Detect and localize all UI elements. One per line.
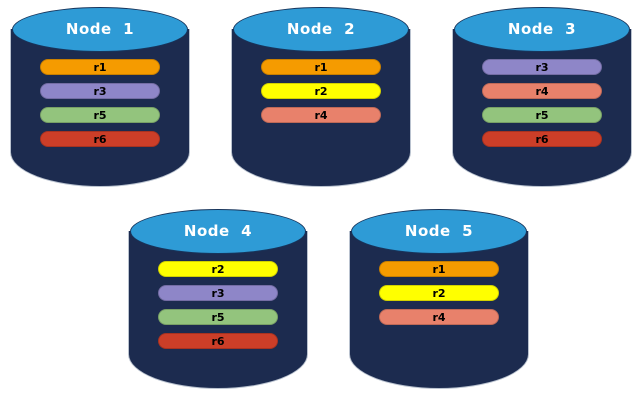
cylinder-top-ellipse: Node 5 [351,209,527,254]
replica-bar: r2 [261,83,381,99]
node-label: Node 5 [404,222,474,240]
node-label: Node 2 [286,20,356,38]
replica-list: r3 r4 r5 r6 [452,59,632,147]
database-node: Node 3 r3 r4 r5 r6 [452,7,632,187]
replica-list: r2 r3 r5 r6 [128,261,308,349]
node-label: Node 1 [65,20,135,38]
cylinder-top-ellipse: Node 3 [454,7,630,52]
node-label: Node 3 [507,20,577,38]
database-node: Node 2 r1 r2 r4 [231,7,411,187]
replica-bar: r4 [482,83,602,99]
replica-bar: r6 [158,333,278,349]
replica-bar: r3 [40,83,160,99]
replica-list: r1 r3 r5 r6 [10,59,190,147]
replica-bar: r1 [261,59,381,75]
database-node: Node 5 r1 r2 r4 [349,209,529,389]
cylinder-top-ellipse: Node 2 [233,7,409,52]
replica-bar: r3 [482,59,602,75]
replica-bar: r2 [158,261,278,277]
cylinder-top-ellipse: Node 1 [12,7,188,52]
replica-bar: r1 [379,261,499,277]
replica-bar: r6 [482,131,602,147]
replica-bar: r6 [40,131,160,147]
replica-list: r1 r2 r4 [349,261,529,325]
replica-bar: r3 [158,285,278,301]
replica-bar: r5 [158,309,278,325]
replica-bar: r2 [379,285,499,301]
database-node: Node 1 r1 r3 r5 r6 [10,7,190,187]
cylinder-top-ellipse: Node 4 [130,209,306,254]
replica-bar: r4 [379,309,499,325]
replica-bar: r5 [482,107,602,123]
replica-bar: r5 [40,107,160,123]
database-node: Node 4 r2 r3 r5 r6 [128,209,308,389]
replica-bar: r1 [40,59,160,75]
replica-bar: r4 [261,107,381,123]
node-label: Node 4 [183,222,253,240]
replica-list: r1 r2 r4 [231,59,411,123]
